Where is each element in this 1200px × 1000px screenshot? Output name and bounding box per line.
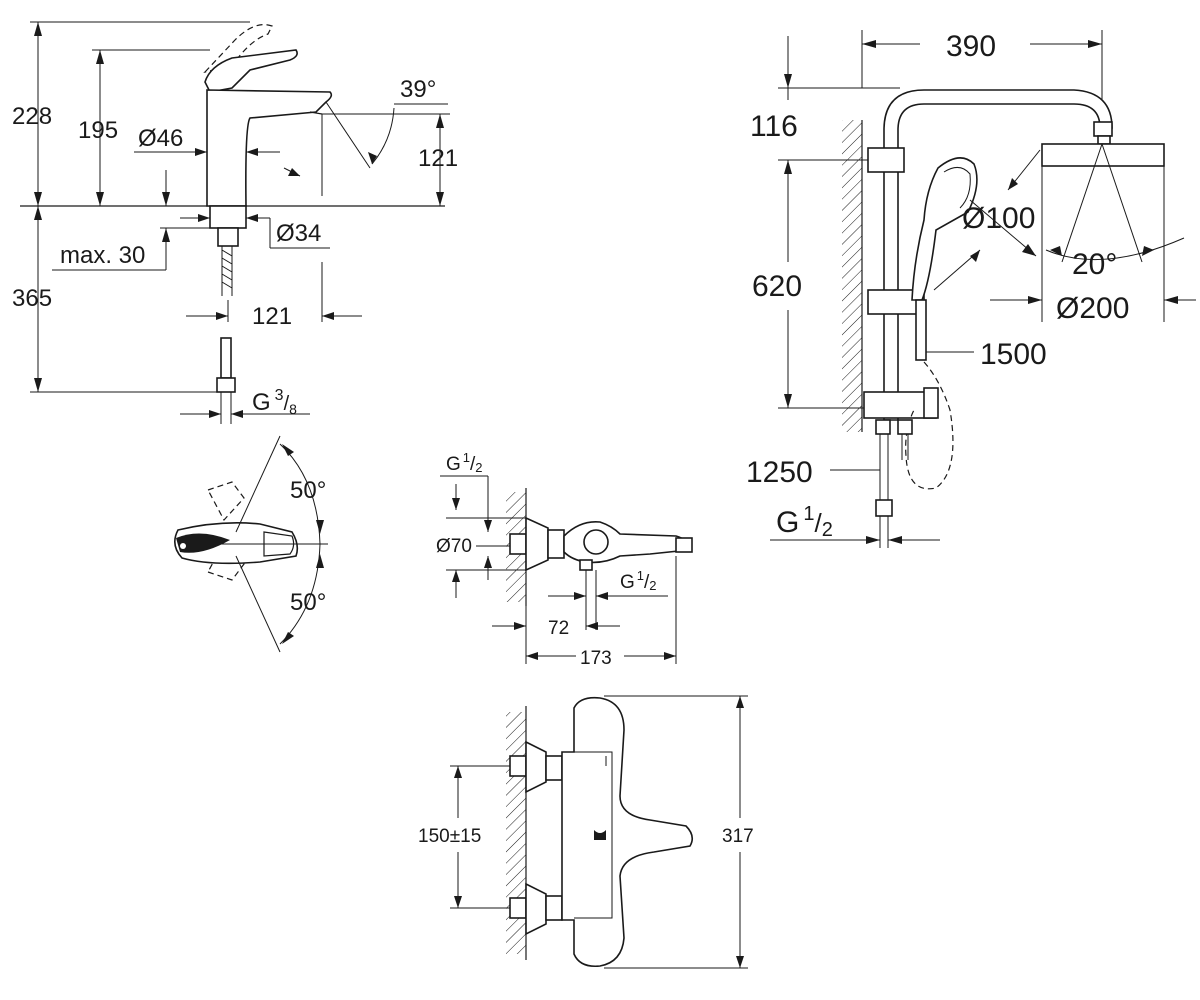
logo-mark bbox=[176, 533, 230, 553]
dim-1250-label: 1250 bbox=[746, 456, 813, 489]
lever-right-position bbox=[207, 540, 245, 581]
outlet-stub bbox=[579, 559, 593, 571]
spout-top bbox=[263, 531, 295, 557]
bath-thermostat-front-view: 150±15 317 bbox=[418, 695, 754, 969]
hose-loop bbox=[905, 361, 954, 490]
upper-flange bbox=[525, 740, 547, 794]
shower-head bbox=[1041, 143, 1165, 167]
dim-173-label: 173 bbox=[580, 648, 612, 669]
hand-shower bbox=[911, 157, 978, 301]
spout-tip bbox=[309, 111, 323, 115]
lever bbox=[204, 49, 298, 93]
inlet-right-nut bbox=[897, 419, 913, 435]
dim-116-label: 116 bbox=[750, 110, 798, 143]
dim-228-label: 228 bbox=[12, 103, 52, 130]
flange bbox=[525, 516, 549, 572]
dim-150-label: 150±15 bbox=[418, 826, 481, 847]
dim-d100-label: Ø100 bbox=[962, 202, 1035, 235]
lever-raised-outline bbox=[203, 24, 273, 74]
inlet-left-nut bbox=[875, 419, 891, 435]
upper-inlet bbox=[509, 755, 527, 777]
body-face bbox=[574, 751, 613, 919]
dim-d70-label: Ø70 bbox=[436, 536, 472, 557]
hand-shower-hose-connector bbox=[915, 299, 927, 361]
thermostat-body-front bbox=[561, 696, 694, 968]
logo-mark-front bbox=[594, 830, 606, 840]
basin-mixer-side-view: 228 195 Ø46 39° 121 max. 30 bbox=[12, 21, 458, 424]
wall-inlet bbox=[509, 533, 527, 555]
eccentric-nut bbox=[547, 529, 565, 559]
dim-d34-label: Ø34 bbox=[276, 220, 321, 247]
upper-nut bbox=[545, 755, 563, 781]
head-connector bbox=[1093, 121, 1113, 137]
hose-braid bbox=[221, 249, 233, 289]
shower-system: 390 116 620 Ø100 20° bbox=[746, 30, 1196, 548]
dim-390-label: 390 bbox=[946, 30, 996, 63]
hand-shower-face bbox=[943, 167, 971, 209]
dim-195-label: 195 bbox=[78, 117, 118, 144]
rotation-bottom-label: 50° bbox=[290, 589, 326, 616]
handle-end bbox=[675, 537, 693, 553]
head-swivel bbox=[1097, 135, 1111, 145]
dim-317-label: 317 bbox=[722, 826, 754, 847]
rotation-top-label: 50° bbox=[290, 477, 326, 504]
hose-end bbox=[220, 337, 232, 379]
shank-thread bbox=[217, 227, 239, 247]
inlet-bottom-nut bbox=[875, 499, 893, 517]
dim-d200-label: Ø200 bbox=[1056, 292, 1129, 325]
lower-nut bbox=[545, 895, 563, 921]
rail-bracket-top bbox=[867, 147, 905, 173]
dim-d46-label: Ø46 bbox=[138, 125, 183, 152]
lower-flange bbox=[525, 882, 547, 936]
dim-72-label: 72 bbox=[548, 618, 569, 639]
dim-max30-label: max. 30 bbox=[60, 242, 145, 269]
thermostat-body-side bbox=[563, 520, 690, 564]
dim-39deg-label: 39° bbox=[400, 76, 436, 103]
dim-20deg-label: 20° bbox=[1072, 248, 1117, 281]
dim-121-horizontal-label: 121 bbox=[252, 303, 292, 330]
mixer-body bbox=[206, 89, 333, 207]
lower-inlet bbox=[509, 897, 527, 919]
wall-hatch bbox=[842, 120, 862, 432]
hose-nut bbox=[216, 377, 236, 393]
basin-mixer-top-view: 50° 50° bbox=[174, 435, 328, 653]
dim-620-label: 620 bbox=[752, 270, 802, 303]
control-knob bbox=[583, 529, 609, 555]
dim-365-label: 365 bbox=[12, 285, 52, 312]
shank-nut bbox=[209, 205, 247, 229]
lever-left-position bbox=[207, 481, 245, 522]
thermostat-knob bbox=[923, 387, 939, 419]
dim-1500-label: 1500 bbox=[980, 338, 1047, 371]
dim-121-vertical-label: 121 bbox=[418, 145, 458, 172]
